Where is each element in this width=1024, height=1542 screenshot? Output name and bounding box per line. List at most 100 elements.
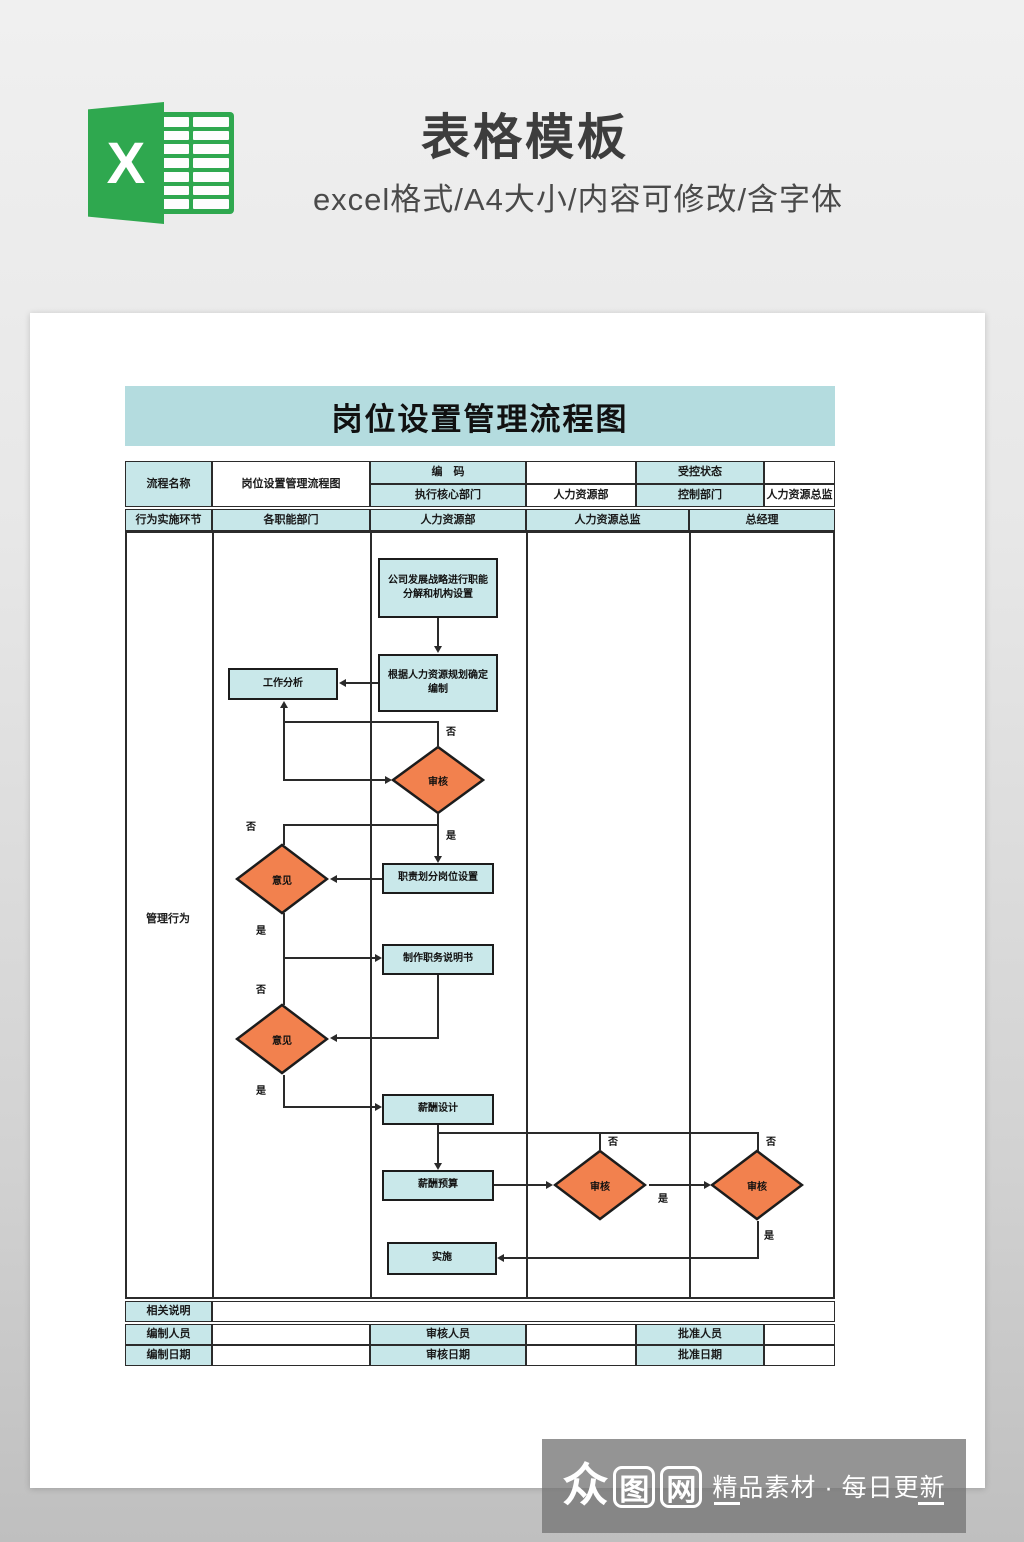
connector xyxy=(437,1125,439,1165)
arrowhead xyxy=(375,1103,382,1111)
watermark-slogan: 精品素材 · 每日更新 xyxy=(712,1474,946,1502)
lane-header-gm: 总经理 xyxy=(689,509,835,531)
watermark-slogan-wrap: 精品素材 · 每日更新 xyxy=(712,1468,946,1505)
slogan-dash-left xyxy=(714,1502,741,1505)
connector xyxy=(757,1132,759,1151)
excel-icon: X xyxy=(88,102,236,224)
make-date-value xyxy=(212,1345,370,1366)
node-duty-division: 职责划分岗位设置 xyxy=(382,863,494,894)
slogan-dash-right xyxy=(917,1502,944,1505)
edge-label-no: 否 xyxy=(766,1137,776,1148)
logo-tu-icon: 图 xyxy=(613,1465,656,1508)
connector xyxy=(283,957,376,959)
control-dept-value: 人力资源总监 xyxy=(764,484,835,507)
diamond-shape xyxy=(553,1149,647,1221)
reviewer-label: 审核人员 xyxy=(370,1324,526,1345)
edge-label-yes: 是 xyxy=(446,831,456,842)
connector xyxy=(649,1184,705,1186)
diamond-shape xyxy=(710,1149,804,1221)
node-review-decision-1: 审核 xyxy=(391,745,485,815)
edge-label-no: 否 xyxy=(446,727,456,738)
page-title: 表格模板 xyxy=(420,111,629,165)
edge-label-yes: 是 xyxy=(658,1194,668,1205)
make-date-label: 编制日期 xyxy=(125,1345,212,1366)
connector xyxy=(283,913,285,1005)
connector xyxy=(283,1075,285,1108)
connector xyxy=(504,1257,759,1259)
connector xyxy=(494,1184,547,1186)
lane-divider xyxy=(212,533,214,1297)
management-row-label: 管理行为 xyxy=(146,913,190,925)
connector xyxy=(283,1106,376,1108)
edge-label-no: 否 xyxy=(246,822,256,833)
connector xyxy=(437,1132,759,1134)
lane-divider xyxy=(526,533,528,1297)
exec-dept-value: 人力资源部 xyxy=(526,484,636,507)
connector xyxy=(599,1132,601,1151)
edge-label-yes: 是 xyxy=(256,926,266,937)
connector xyxy=(283,708,285,781)
connector xyxy=(437,618,439,648)
control-dept-label: 控制部门 xyxy=(636,484,764,507)
controlled-state-label: 受控状态 xyxy=(636,461,764,484)
edge-label-yes: 是 xyxy=(256,1086,266,1097)
diamond-shape xyxy=(235,1003,329,1075)
arrowhead xyxy=(330,875,337,883)
connector xyxy=(283,779,385,781)
edge-label-yes: 是 xyxy=(764,1231,774,1242)
connector xyxy=(337,878,382,880)
connector xyxy=(437,813,439,858)
remark-value xyxy=(212,1301,835,1322)
maker-label: 编制人员 xyxy=(125,1324,212,1345)
code-label: 编 码 xyxy=(370,461,526,484)
lane-divider xyxy=(689,533,691,1297)
node-job-description: 制作职务说明书 xyxy=(382,944,494,975)
approve-date-label: 批准日期 xyxy=(636,1345,764,1366)
node-opinion-decision-1: 意见 xyxy=(235,843,329,915)
remark-label: 相关说明 xyxy=(125,1301,212,1322)
approver-label: 批准人员 xyxy=(636,1324,764,1345)
logo-wang-icon: 网 xyxy=(660,1465,703,1508)
edge-label-no: 否 xyxy=(608,1137,618,1148)
excel-x-cover-icon: X xyxy=(88,102,164,224)
arrowhead xyxy=(330,1034,337,1042)
node-salary-design: 薪酬设计 xyxy=(382,1094,494,1125)
approver-value xyxy=(764,1324,835,1345)
arrowhead xyxy=(280,701,288,708)
node-review-decision-3: 审核 xyxy=(710,1149,804,1221)
connector xyxy=(757,1221,759,1258)
code-value xyxy=(526,461,636,484)
process-name-value: 岗位设置管理流程图 xyxy=(212,461,370,507)
page-subtitle: excel格式/A4大小/内容可修改/含字体 xyxy=(312,182,844,217)
arrowhead xyxy=(546,1181,553,1189)
connector xyxy=(437,975,439,1039)
arrowhead xyxy=(385,776,392,784)
node-review-decision-2: 审核 xyxy=(553,1149,647,1221)
review-date-value xyxy=(526,1345,636,1366)
arrowhead xyxy=(434,1163,442,1170)
node-implement: 实施 xyxy=(387,1242,497,1275)
connector xyxy=(346,682,378,684)
maker-value xyxy=(212,1324,370,1345)
arrowhead xyxy=(434,646,442,653)
ztupic-logo[interactable]: 众 图 网 xyxy=(562,1462,703,1508)
watermark-banner: 众 图 网 精品素材 · 每日更新 xyxy=(542,1439,966,1533)
lane-header-departments: 各职能部门 xyxy=(212,509,370,531)
review-date-label: 审核日期 xyxy=(370,1345,526,1366)
arrowhead xyxy=(339,679,346,687)
arrowhead xyxy=(434,856,442,863)
connector xyxy=(283,721,439,723)
arrowhead xyxy=(497,1254,504,1262)
connector xyxy=(283,824,439,826)
flowchart-title-banner: 岗位设置管理流程图 xyxy=(125,386,835,446)
lane-divider xyxy=(370,533,372,1297)
lane-corner-label: 行为实施环节 xyxy=(125,509,212,531)
node-job-analysis: 工作分析 xyxy=(228,668,338,700)
exec-dept-label: 执行核心部门 xyxy=(370,484,526,507)
edge-label-no: 否 xyxy=(256,985,266,996)
connector xyxy=(337,1037,439,1039)
node-strategy: 公司发展战略进行职能分解和机构设置 xyxy=(378,558,498,618)
process-name-label: 流程名称 xyxy=(125,461,212,507)
lane-header-hr-dept: 人力资源部 xyxy=(370,509,526,531)
